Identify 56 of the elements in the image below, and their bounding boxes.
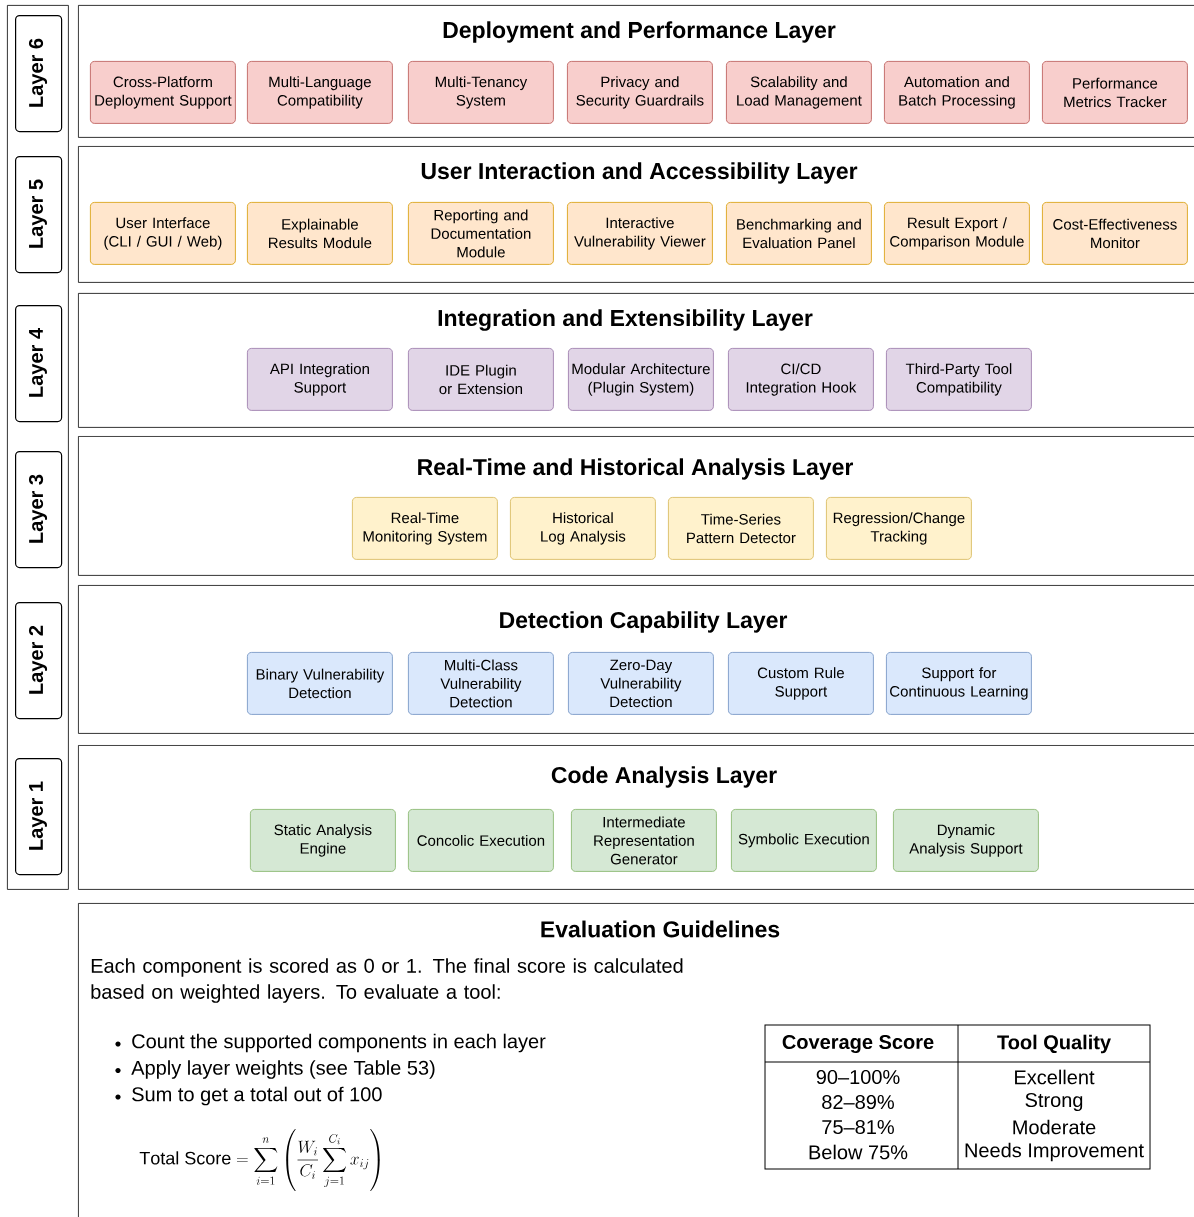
- component-box: Multi-Class Vulnerability Detection: [408, 652, 554, 715]
- component-box: Benchmarking and Evaluation Panel: [726, 202, 872, 265]
- component-box: Custom Rule Support: [728, 652, 874, 715]
- layer-tag: Layer 4: [15, 305, 63, 423]
- component-box: Time-Series Pattern Detector: [668, 497, 814, 560]
- layer-tag: Layer 1: [15, 758, 63, 876]
- component-box: Intermediate Representation Generator: [571, 809, 717, 872]
- list-item: Count the supported components in each layer: [132, 1033, 546, 1053]
- component-box: User Interface (CLI / GUI / Web): [90, 202, 236, 265]
- component-box: Scalability and Load Management: [726, 61, 872, 124]
- component-box: Static Analysis Engine: [250, 809, 396, 872]
- table-cell: 82–89%: [822, 1094, 894, 1110]
- layer-column-box: [7, 5, 69, 890]
- component-box: Interactive Vulnerability Viewer: [567, 202, 713, 265]
- list-item: Sum to get a total out of 100: [132, 1086, 382, 1106]
- component-box: Performance Metrics Tracker: [1042, 61, 1188, 124]
- component-box: Concolic Execution: [408, 809, 554, 872]
- component-box: Real-Time Monitoring System: [352, 497, 498, 560]
- paragraph: Each component is scored as 0 or 1. The final score is calculated based on weighted layers. To evaluate a tool:: [91, 958, 683, 1003]
- component-box: IDE Plugin or Extension: [408, 348, 554, 411]
- table-cell: Strong: [1025, 1092, 1083, 1112]
- component-box: Dynamic Analysis Support: [893, 809, 1039, 872]
- table-cell: Needs Improvement: [965, 1142, 1144, 1162]
- table-cell: 90–100%: [816, 1069, 900, 1085]
- component-box: Result Export / Comparison Module: [884, 202, 1030, 265]
- table-cell: Below 75%: [809, 1144, 908, 1160]
- component-box: Historical Log Analysis: [510, 497, 656, 560]
- component-box: Third-Party Tool Compatibility: [886, 348, 1032, 411]
- table-cell: Excellent: [1015, 1069, 1095, 1085]
- component-box: Regression/Change Tracking: [826, 497, 972, 560]
- component-box: Multi-Language Compatibility: [247, 61, 393, 124]
- panel-title: Evaluation Guidelines: [541, 920, 780, 938]
- component-box: Multi-Tenancy System: [408, 61, 554, 124]
- component-box: Cost-Effectiveness Monitor: [1042, 202, 1188, 265]
- component-box: Symbolic Execution: [731, 809, 877, 872]
- table-cell: Moderate: [1013, 1119, 1096, 1135]
- component-box: Modular Architecture (Plugin System): [568, 348, 714, 411]
- layer-tag: Layer 3: [15, 451, 63, 569]
- formula: $\mathrm{Total\ Score} = \sum_{i=1}^{n} \left( \frac{W_i}{C_i} \sum_{j=1}^{C_i} x_{ij} \right)$: [139, 1128, 380, 1192]
- table-header: Coverage Score: [782, 1034, 934, 1054]
- component-box: Explainable Results Module: [247, 202, 393, 265]
- component-box: CI/CD Integration Hook: [728, 348, 874, 411]
- table-header: Tool Quality: [997, 1034, 1111, 1054]
- table-cell: 75–81%: [822, 1119, 894, 1135]
- component-box: Binary Vulnerability Detection: [247, 652, 393, 715]
- component-box: Privacy and Security Guardrails: [567, 61, 713, 124]
- component-box: Cross-Platform Deployment Support: [90, 61, 236, 124]
- component-box: API Integration Support: [247, 348, 393, 411]
- layer-tag: Layer 5: [15, 156, 63, 274]
- component-box: Reporting and Documentation Module: [408, 202, 554, 265]
- component-box: Automation and Batch Processing: [884, 61, 1030, 124]
- component-box: Zero-Day Vulnerability Detection: [568, 652, 714, 715]
- list-item: Apply layer weights (see Table 53): [131, 1060, 435, 1079]
- component-box: Support for Continuous Learning: [886, 652, 1032, 715]
- layer-tag: Layer 2: [15, 602, 63, 720]
- layer-tag: Layer 6: [15, 15, 63, 133]
